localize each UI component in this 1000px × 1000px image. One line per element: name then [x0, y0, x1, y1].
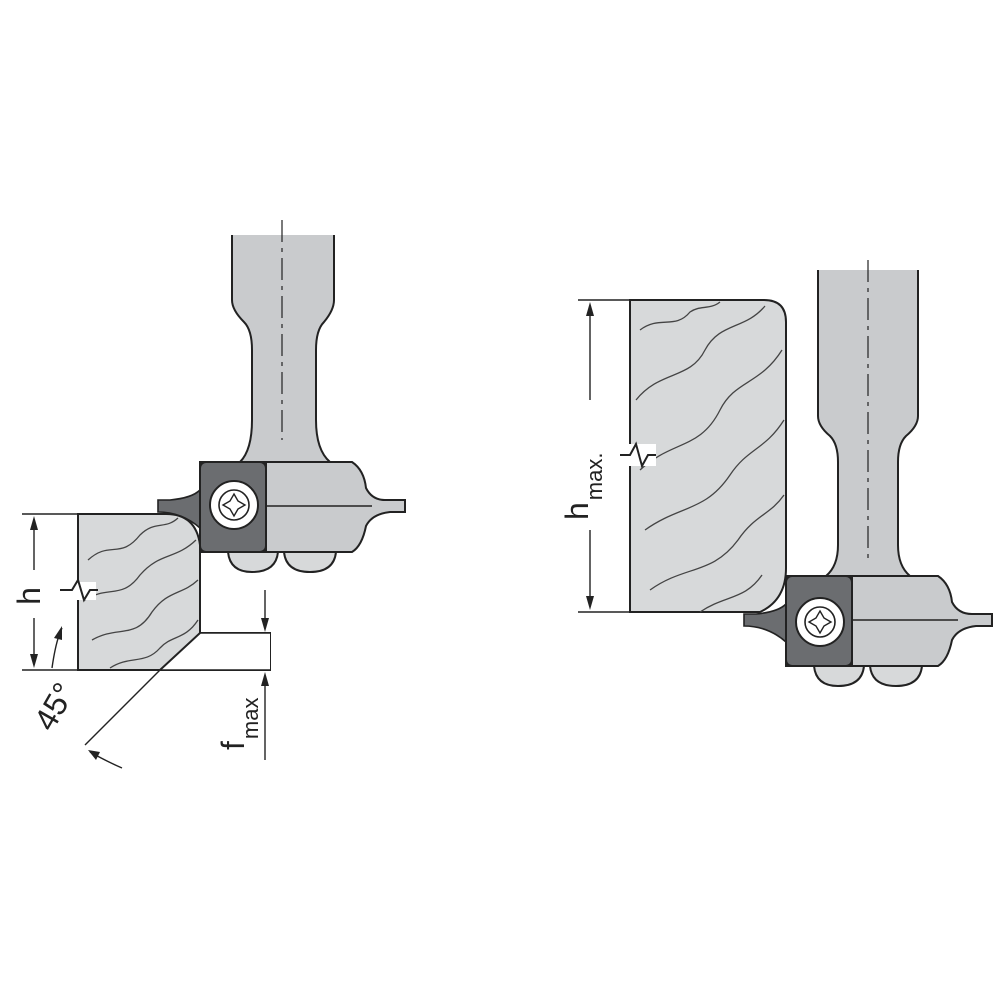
- left-router-bit: [157, 220, 406, 574]
- left-workpiece-chamfer-edge: [159, 632, 201, 671]
- break-mark-icon: [60, 577, 98, 603]
- left-profile-edge: [157, 488, 201, 530]
- right-bearing-2: [868, 665, 924, 688]
- h-max-main: h: [559, 502, 595, 520]
- left-figure: h 45° fmax: [11, 220, 406, 769]
- right-bearing-1: [812, 665, 866, 688]
- h-max-sub: max.: [582, 453, 607, 501]
- right-wood-grain: [635, 301, 785, 613]
- right-dimensions: [578, 299, 630, 613]
- right-router-bit: [743, 260, 993, 688]
- right-figure: hmax.: [559, 260, 993, 688]
- f-max-sub: max: [238, 698, 263, 740]
- f-max-label: fmax: [215, 698, 263, 750]
- h-max-label: hmax.: [559, 453, 607, 520]
- left-shank: [231, 235, 335, 463]
- right-profile-edge: [743, 602, 787, 644]
- left-dimensions: [22, 513, 270, 769]
- h-label: h: [11, 587, 47, 605]
- f-max-main: f: [215, 741, 251, 750]
- left-bearing-2: [282, 551, 338, 574]
- right-torx-screw-icon: [795, 597, 845, 647]
- left-wood-grain: [84, 517, 199, 669]
- right-workpiece-body: [629, 299, 787, 613]
- angle-label: 45°: [27, 677, 82, 737]
- right-workpiece: [620, 299, 787, 613]
- break-mark-icon: [620, 441, 656, 469]
- left-torx-screw-icon: [209, 480, 259, 530]
- left-workpiece-chamfer-fill: [160, 633, 270, 670]
- left-bearing-1: [226, 551, 280, 574]
- left-workpiece: [60, 513, 271, 671]
